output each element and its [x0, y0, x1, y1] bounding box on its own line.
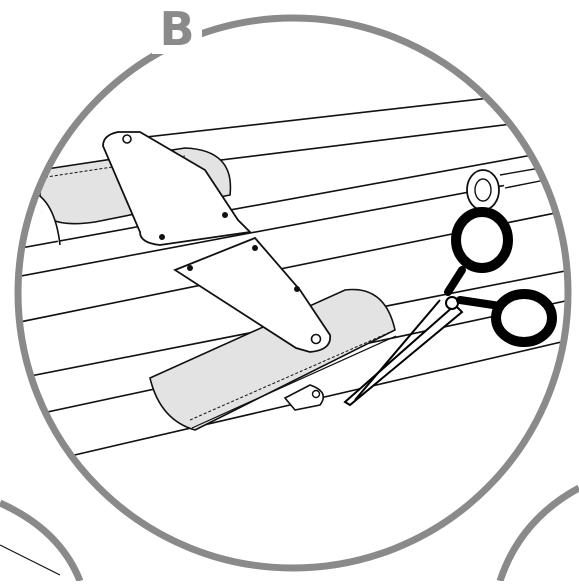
adjacent-detail-circle-left [0, 499, 84, 583]
fabric-sleeve-lower [149, 288, 397, 431]
grommet [466, 167, 546, 211]
adjacent-detail-circle-right [496, 484, 579, 583]
mounting-plate-lower [173, 236, 332, 353]
step-label: B [152, 4, 202, 54]
magnified-view [18, 89, 568, 471]
scissors-icon [343, 207, 557, 407]
mounting-plate-upper [102, 131, 252, 246]
detail-circle-outline [14, 14, 572, 572]
